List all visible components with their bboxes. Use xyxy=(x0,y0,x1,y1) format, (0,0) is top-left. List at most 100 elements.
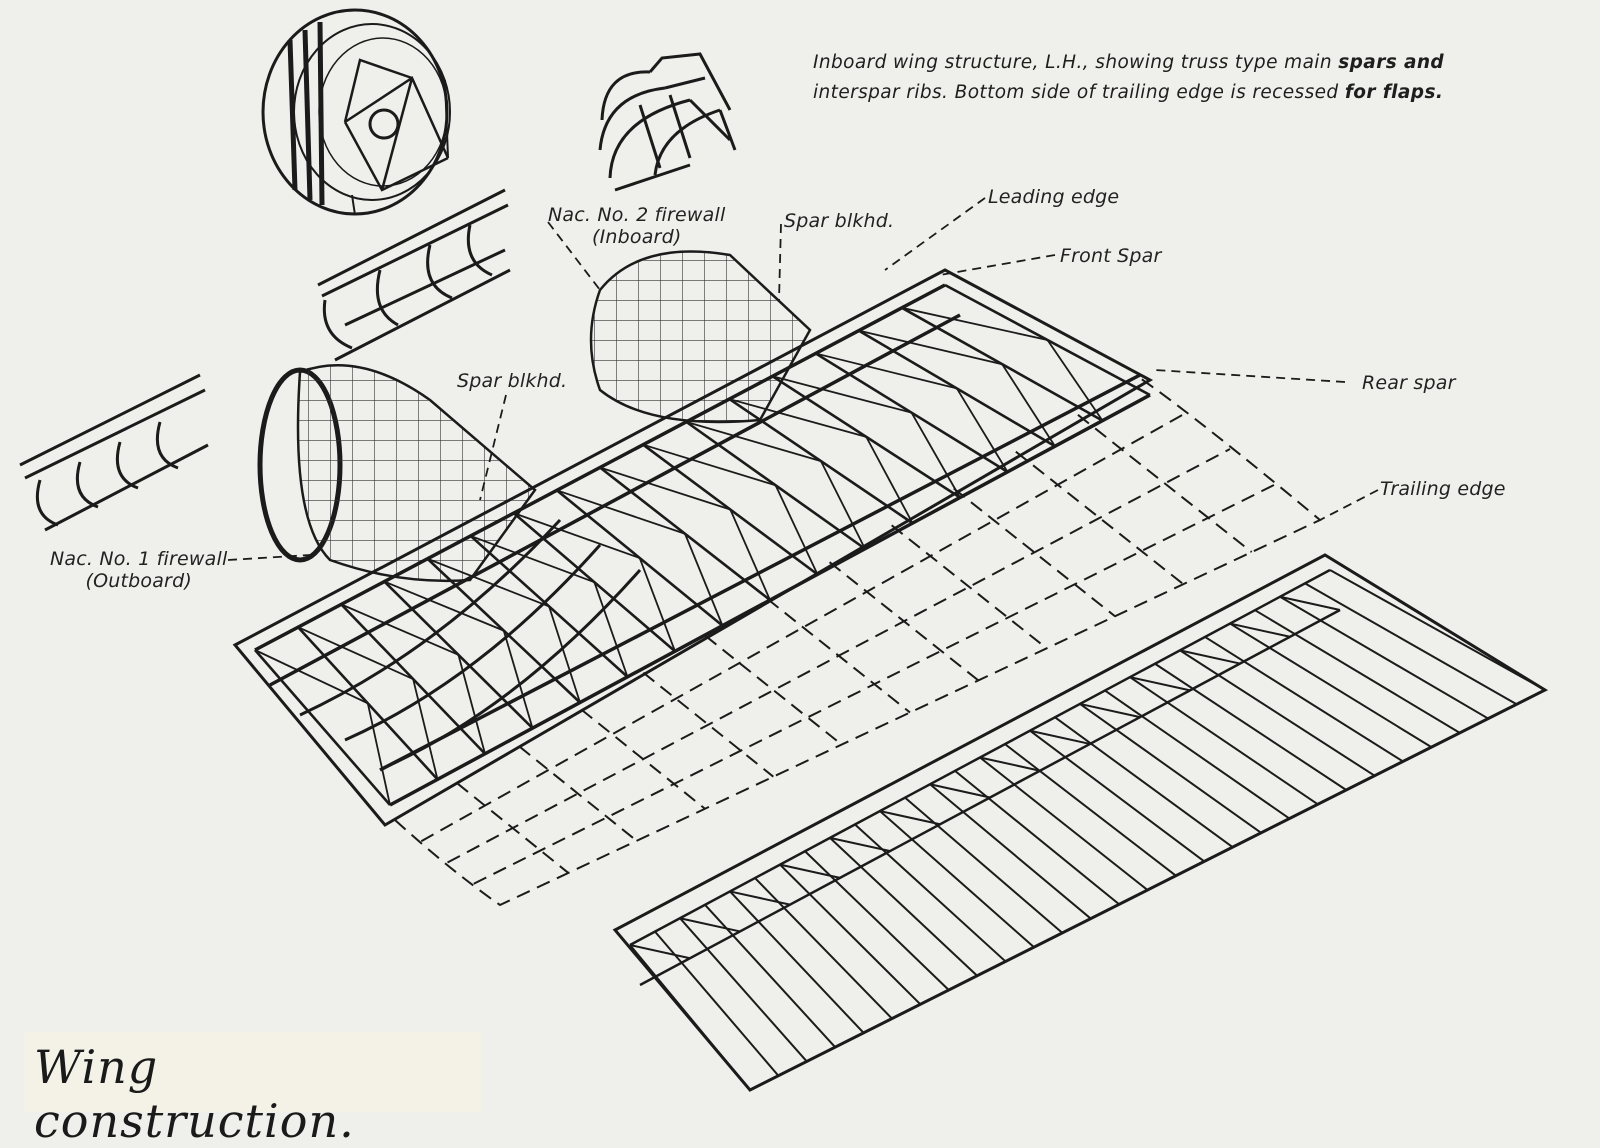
flap-truss-diagonal xyxy=(1029,729,1091,745)
label-front-spar: Front Spar xyxy=(1060,245,1162,267)
truss-diagonal xyxy=(470,535,595,584)
truss-diagonal xyxy=(593,581,629,678)
truss-diagonal xyxy=(513,512,640,559)
rib-frame-assembly xyxy=(598,52,737,192)
truss-diagonal xyxy=(384,580,505,632)
flap-truss-diagonal xyxy=(1229,622,1291,638)
trailing-edge-rib xyxy=(518,745,638,842)
truss-diagonal xyxy=(412,678,439,780)
flap-truss-diagonal xyxy=(879,810,941,826)
trailing-edge-stringer xyxy=(447,448,1231,864)
flap-rib xyxy=(1179,649,1376,777)
truss-diagonal xyxy=(457,654,486,754)
flap-rib xyxy=(954,770,1120,906)
flap-rib xyxy=(929,783,1092,920)
flap-rib xyxy=(629,944,751,1091)
truss-diagonal xyxy=(548,606,581,703)
caption-line-1: Inboard wing structure, L.H., showing tr… xyxy=(813,52,1445,73)
trailing-edge-rib xyxy=(704,635,843,746)
truss-diagonal xyxy=(901,306,1048,341)
flap-rib xyxy=(829,837,978,977)
label-leading-edge: Leading edge xyxy=(988,186,1120,208)
truss-diagonal xyxy=(910,412,961,498)
label-trailing-edge: Trailing edge xyxy=(1380,478,1506,500)
trailing-edge-rib xyxy=(1015,450,1184,585)
flap-truss-diagonal xyxy=(829,836,891,853)
flap-truss-frame xyxy=(612,553,1549,1092)
flap-rib xyxy=(854,823,1007,963)
truss-diagonal xyxy=(729,398,867,438)
flap-rib xyxy=(654,930,780,1077)
figure-title-box: Wing construction. xyxy=(24,1032,482,1148)
wing-construction-drawing xyxy=(19,8,1549,1092)
truss-diagonal xyxy=(865,436,914,524)
truss-diagonal xyxy=(1046,339,1104,422)
flap-rib xyxy=(1254,609,1461,734)
truss-diagonal xyxy=(729,509,771,601)
nacelle-no1-firewall xyxy=(257,364,537,583)
truss-diagonal xyxy=(340,603,459,656)
flap-truss-diagonal xyxy=(1079,702,1141,719)
truss-diagonal xyxy=(297,626,414,680)
flap-rib xyxy=(904,796,1063,934)
spar-bracket-set xyxy=(317,188,511,362)
wing-rib xyxy=(254,649,391,806)
trailing-edge-rib xyxy=(953,487,1116,618)
flap-rib xyxy=(1329,569,1546,691)
flap-rib xyxy=(1129,676,1319,806)
label-nacelle-no1: Nac. No. 1 firewall (Outboard) xyxy=(50,548,228,592)
flap-truss-diagonal xyxy=(729,890,791,906)
flap-truss-diagonal xyxy=(1129,676,1191,692)
flap-truss-diagonal xyxy=(679,917,741,933)
truss-diagonal xyxy=(638,557,676,652)
flap-truss-diagonal xyxy=(629,944,691,960)
truss-diagonal xyxy=(772,375,912,414)
truss-diagonal xyxy=(599,466,731,511)
flap-rib xyxy=(679,917,808,1063)
engine-mount-ring xyxy=(261,8,451,216)
trailing-edge-rib xyxy=(642,671,774,778)
truss-diagonal xyxy=(684,533,724,626)
truss-diagonal xyxy=(556,489,686,535)
flap-rib xyxy=(804,850,950,991)
flap-rib xyxy=(704,904,836,1048)
flap-rib xyxy=(754,877,893,1020)
truss-diagonal xyxy=(427,557,550,608)
flap-truss-diagonal xyxy=(979,756,1041,772)
label-rear-spar: Rear spar xyxy=(1362,372,1456,394)
figure-title: Wing construction. xyxy=(34,1040,355,1148)
flap-rib xyxy=(1304,582,1518,706)
flap-rib xyxy=(1054,716,1234,848)
inboard-wing-box xyxy=(232,268,1154,827)
truss-diagonal xyxy=(858,329,1003,366)
label-leader-lines xyxy=(227,197,1379,561)
truss-diagonal xyxy=(956,387,1009,473)
nacelle-no2-firewall xyxy=(589,250,812,424)
trailing-edge-stringer xyxy=(420,412,1186,843)
flap-rib xyxy=(779,863,922,1005)
trailing-edge-rib xyxy=(1077,414,1253,553)
truss-diagonal xyxy=(815,352,958,390)
truss-diagonal xyxy=(1001,363,1056,447)
label-spar-blkhd-top: Spar blkhd. xyxy=(784,210,895,232)
flap-rib xyxy=(879,810,1035,948)
flap-rib xyxy=(1104,689,1291,820)
flap-rib xyxy=(1079,703,1262,834)
flap-rib xyxy=(1004,743,1177,877)
truss-diagonal xyxy=(366,703,391,806)
flap-rib xyxy=(1229,622,1432,748)
figure-caption: Inboard wing structure, L.H., showing tr… xyxy=(813,48,1553,108)
flap-rib xyxy=(1154,662,1347,791)
flap-rib xyxy=(729,890,865,1034)
truss-diagonal xyxy=(254,649,369,705)
flap-rib xyxy=(1279,595,1489,720)
caption-line-2: interspar ribs. Bottom side of trailing … xyxy=(813,82,1444,103)
flap-rib xyxy=(1204,636,1404,763)
outboard-bracket-set xyxy=(19,373,209,532)
label-spar-blkhd-mid: Spar blkhd. xyxy=(457,370,568,392)
flap-truss-diagonal xyxy=(1179,649,1241,665)
truss-diagonal xyxy=(502,630,534,729)
truss-diagonal xyxy=(685,421,822,462)
truss-diagonal xyxy=(642,443,776,487)
label-nacelle-no2: Nac. No. 2 firewall (Inboard) xyxy=(548,204,726,248)
